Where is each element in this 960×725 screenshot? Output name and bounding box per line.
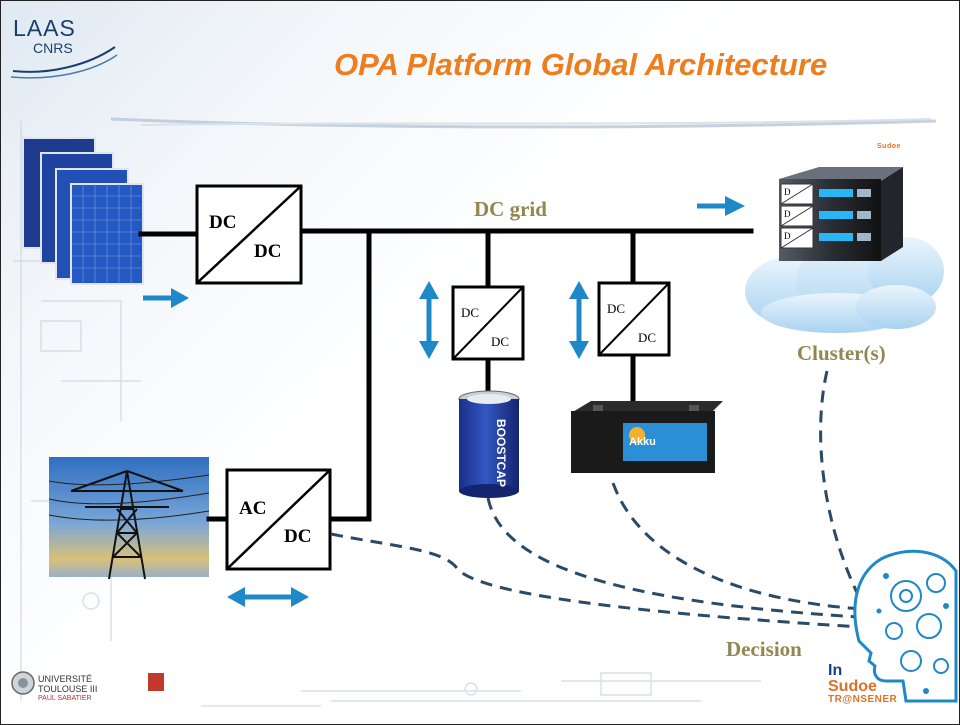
university-seal-icon [11, 671, 164, 695]
dc-dc-converter-supercap: DC DC [451, 285, 525, 361]
arrow-pv-output-icon [143, 288, 189, 308]
control-signal-dashed-lines [330, 370, 864, 629]
converter-battery-top: DC [607, 301, 625, 316]
converter-battery-bottom: DC [638, 330, 656, 345]
dc-dc-converter-battery: DC DC [597, 281, 671, 357]
server-converter-label-1: D [784, 187, 791, 197]
server-converter-label-3: D [784, 231, 791, 241]
power-grid-pylon-icon [48, 457, 210, 580]
converter-supercap-top: DC [461, 305, 479, 320]
logo-swoosh [10, 46, 118, 79]
arrow-battery-bidirectional-icon [569, 281, 589, 359]
university-logo: UNIVERSITÉ TOULOUSE III PAUL SABATIER [38, 674, 97, 704]
server-rack-icon: D D D [779, 167, 903, 261]
dc-grid-label: DC grid [474, 197, 547, 221]
slide-title: OPA Platform Global Architecture [334, 47, 828, 82]
supercap-label: BOOSTCAP [494, 419, 508, 487]
supercapacitor-icon: BOOSTCAP [458, 390, 520, 498]
laas-cnrs-logo: LAAS CNRS [13, 15, 76, 56]
decision-brain-icon [853, 549, 958, 703]
university-line2: TOULOUSE III [38, 684, 98, 694]
ac-dc-converter-grid: AC DC [225, 468, 332, 571]
logo-line2: CNRS [33, 40, 73, 56]
converter-supercap-bottom: DC [491, 334, 509, 349]
university-line1: UNIVERSITÉ [38, 674, 93, 684]
university-line3: PAUL SABATIER [38, 695, 92, 702]
converter-grid-bottom: DC [284, 526, 311, 547]
partner-logos: In Sudoe TR@NSENER [828, 663, 897, 705]
energy-flow-arrows [143, 196, 745, 607]
interreg-logo: In [828, 662, 843, 679]
arrow-grid-bidirectional-icon [227, 587, 309, 607]
clusters-label: Cluster(s) [797, 341, 886, 365]
server-converter-label-2: D [784, 209, 791, 219]
transener-logo: TR@NSENER [828, 694, 898, 705]
converter-pv-top: DC [209, 212, 236, 233]
sudoe-logo: Sudoe [828, 678, 877, 695]
logo-line1: LAAS [13, 15, 76, 41]
sudoe-mark: Sudoe [877, 143, 901, 150]
battery-label: Akku [629, 436, 656, 448]
power-lines [138, 228, 754, 522]
converter-pv-bottom: DC [254, 241, 281, 262]
decision-label: Decision [726, 637, 802, 661]
converter-grid-top: AC [239, 498, 266, 519]
battery-icon: Akku [571, 401, 723, 473]
solar-panel-icon [22, 137, 144, 285]
arrow-to-cluster-icon [697, 196, 745, 216]
arrow-supercap-bidirectional-icon [419, 281, 439, 359]
dc-dc-converter-pv: DC DC [195, 184, 303, 285]
